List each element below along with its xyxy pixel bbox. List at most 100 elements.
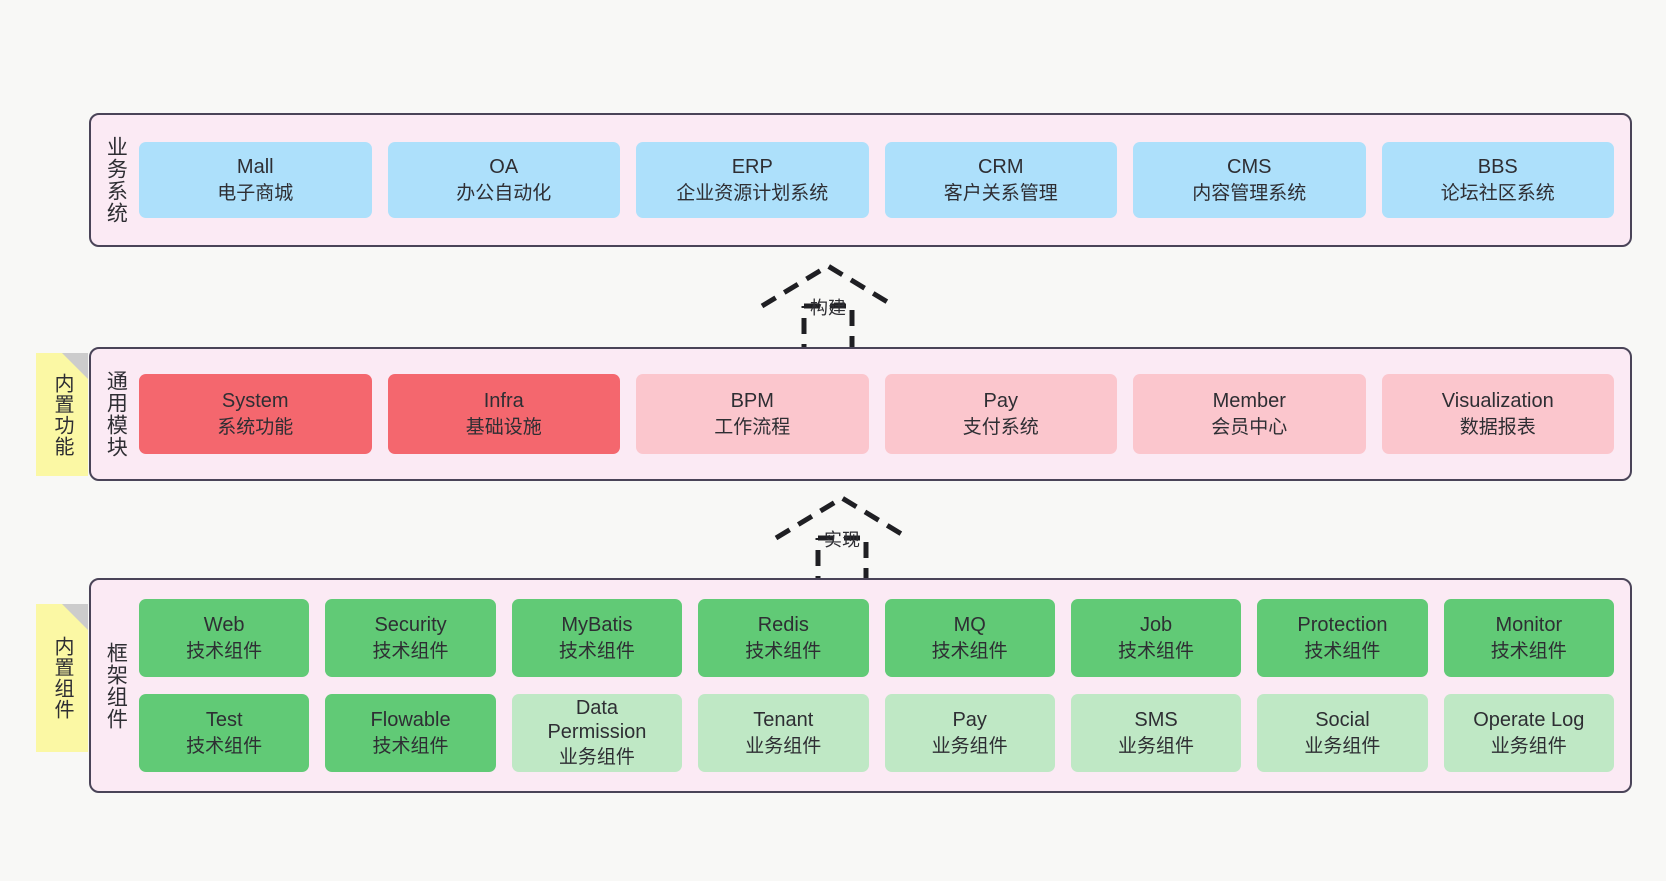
node-security[interactable]: Security 技术组件 [325,599,496,677]
sticky-note-builtin-component: 内置组件 [36,604,88,752]
node-redis[interactable]: Redis 技术组件 [698,599,869,677]
node-test[interactable]: Test 技术组件 [139,694,310,772]
node-job[interactable]: Job 技术组件 [1070,599,1242,677]
node-label-cn: 办公自动化 [456,182,552,204]
layer-caption-common-module: 通用模块 [104,370,128,458]
layer-caption-business-system: 业务系统 [104,136,128,224]
connector-implement-label: 实现 [824,530,860,550]
sticky-note-builtin-function: 内置功能 [36,353,88,476]
node-label-en: Infra [483,390,524,413]
node-label-en: CMS [1227,156,1272,179]
node-monitor[interactable]: Monitor 技术组件 [1443,599,1614,677]
node-member[interactable]: Member 会员中心 [1133,374,1366,454]
node-visualization[interactable]: Visualization 数据报表 [1381,374,1614,454]
node-cms[interactable]: CMS 内容管理系统 [1133,142,1366,218]
layer-body-common-module: System 系统功能 Infra 基础设施 BPM 工作流程 Pay 支付系统… [139,349,1630,479]
node-label-cn: 技术组件 [558,640,635,662]
node-label-cn: 技术组件 [931,640,1008,662]
node-label-cn: 客户关系管理 [943,182,1058,204]
node-infra[interactable]: Infra 基础设施 [387,374,620,454]
node-label-cn: 会员中心 [1211,416,1288,438]
node-label-en: Security [374,614,447,637]
node-row: Mall 电子商城 OA 办公自动化 ERP 企业资源计划系统 CRM 客户关系… [139,142,1614,218]
node-label-en: BBS [1477,156,1518,179]
node-mall[interactable]: Mall 电子商城 [139,142,372,218]
node-label-en: Test [205,709,243,732]
sticky-fold-corner [62,353,88,379]
node-oa[interactable]: OA 办公自动化 [387,142,620,218]
node-mybatis[interactable]: MyBatis 技术组件 [511,599,683,677]
node-label-cn: 技术组件 [1304,640,1381,662]
node-label-en: SMS [1134,709,1178,732]
node-label-en: MyBatis [561,614,633,637]
layer-framework-component[interactable]: 框架组件 Web 技术组件 Security 技术组件 MyBatis 技术组件… [89,578,1632,793]
node-label-cn: 系统功能 [217,416,294,438]
node-erp[interactable]: ERP 企业资源计划系统 [636,142,869,218]
node-row: System 系统功能 Infra 基础设施 BPM 工作流程 Pay 支付系统… [139,374,1614,454]
node-label-en: System [221,390,289,413]
node-pay[interactable]: Pay 支付系统 [884,374,1117,454]
connector-build: 构建 [752,258,932,353]
node-label-cn: 技术组件 [186,735,263,757]
node-label-en: Redis [757,614,809,637]
connector-implement: 实现 [766,490,946,585]
node-label-cn: 基础设施 [465,416,542,438]
node-row: Web 技术组件 Security 技术组件 MyBatis 技术组件 Redi… [139,599,1614,677]
node-label-en: MQ [953,614,986,637]
node-label-cn: 数据报表 [1459,416,1536,438]
connector-build-arrow [760,263,896,353]
node-web[interactable]: Web 技术组件 [139,599,310,677]
node-label-cn: 工作流程 [714,416,791,438]
connector-implement-arrow [774,495,910,585]
node-data-permission[interactable]: Data Permission 业务组件 [511,694,683,772]
node-operate-log[interactable]: Operate Log 业务组件 [1443,694,1614,772]
node-label-cn: 业务组件 [1118,735,1195,757]
node-flowable[interactable]: Flowable 技术组件 [325,694,496,772]
node-label-en: ERP [731,156,773,179]
node-system[interactable]: System 系统功能 [139,374,372,454]
node-label-cn: 技术组件 [372,735,449,757]
layer-business-system[interactable]: 业务系统 Mall 电子商城 OA 办公自动化 ERP 企业资源计划系统 CRM… [89,113,1632,247]
node-label-en: Flowable [370,709,451,732]
node-label-cn: 业务组件 [931,735,1008,757]
node-label-en: Monitor [1495,614,1563,637]
node-label-en: Protection [1297,614,1388,637]
node-label-cn: 技术组件 [186,640,263,662]
node-label-en: Web [203,614,245,637]
node-label-en: Data Permission [547,697,647,744]
node-label-en: Social [1315,709,1370,732]
node-bbs[interactable]: BBS 论坛社区系统 [1381,142,1614,218]
layer-common-module[interactable]: 通用模块 System 系统功能 Infra 基础设施 BPM 工作流程 Pay… [89,347,1632,481]
sticky-note-label: 内置组件 [51,636,73,720]
node-label-en: CRM [977,156,1024,179]
node-label-cn: 业务组件 [1304,735,1381,757]
node-crm[interactable]: CRM 客户关系管理 [884,142,1117,218]
node-pay-business[interactable]: Pay 业务组件 [884,694,1055,772]
node-social[interactable]: Social 业务组件 [1257,694,1428,772]
node-label-en: BPM [730,390,774,413]
node-label-en: Pay [952,709,987,732]
node-label-en: Member [1212,390,1286,413]
node-label-en: OA [489,156,519,179]
node-tenant[interactable]: Tenant 业务组件 [698,694,869,772]
node-label-en: Mall [236,156,274,179]
connector-build-label: 构建 [810,298,846,318]
layer-body-framework-component: Web 技术组件 Security 技术组件 MyBatis 技术组件 Redi… [139,580,1630,791]
node-label-cn: 支付系统 [962,416,1039,438]
node-label-en: Job [1139,614,1173,637]
sticky-fold-corner [62,604,88,630]
node-mq[interactable]: MQ 技术组件 [884,599,1055,677]
node-label-cn: 企业资源计划系统 [676,182,829,204]
node-protection[interactable]: Protection 技术组件 [1257,599,1428,677]
node-label-cn: 电子商城 [217,182,294,204]
node-label-cn: 业务组件 [558,746,635,768]
node-label-en: Visualization [1441,390,1554,413]
node-label-en: Operate Log [1473,709,1585,732]
node-sms[interactable]: SMS 业务组件 [1070,694,1242,772]
node-bpm[interactable]: BPM 工作流程 [636,374,869,454]
layer-body-business-system: Mall 电子商城 OA 办公自动化 ERP 企业资源计划系统 CRM 客户关系… [139,115,1630,245]
node-label-cn: 技术组件 [745,640,822,662]
node-label-cn: 论坛社区系统 [1440,182,1555,204]
node-label-en: Tenant [753,709,814,732]
layer-caption-framework-component: 框架组件 [104,641,128,730]
